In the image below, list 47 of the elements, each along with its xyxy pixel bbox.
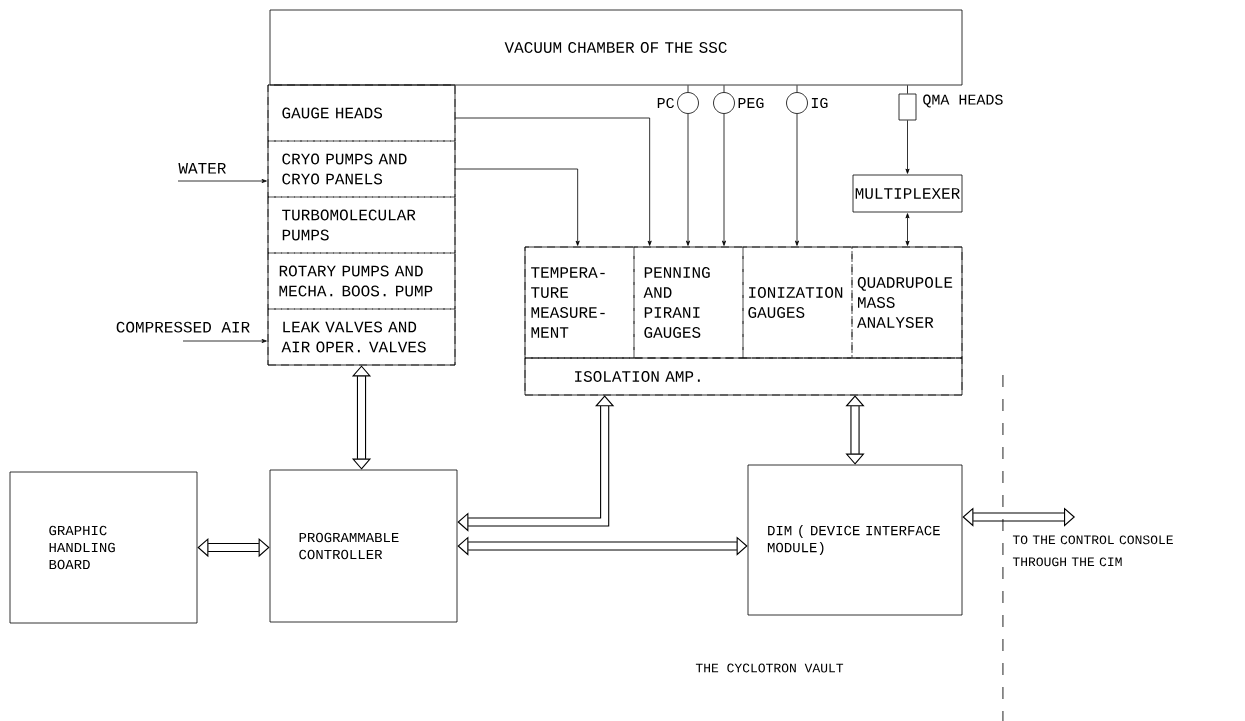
connector-line	[687, 85, 689, 93]
gauge-label: IG	[811, 97, 828, 109]
arrow	[795, 113, 799, 246]
hollow-arrow	[457, 536, 748, 556]
sensor-head	[898, 93, 917, 121]
gauge-label: QMA HEADS	[923, 94, 1003, 108]
section-text: CRYO PUMPS AND CRYO PANELS	[267, 140, 456, 198]
hollow-arrow	[197, 537, 270, 558]
arrow	[182, 339, 267, 343]
pump-column	[267, 84, 456, 366]
controller-box: PROGRAMMABLE CONTROLLER	[269, 469, 458, 623]
section-text: ISOLATION AMP.	[524, 357, 963, 396]
gauge-circle	[677, 92, 699, 114]
section-text: ROTARY PUMPS AND MECHA. BOOS. PUMP	[267, 252, 456, 310]
section-text: GAUGE HEADS	[267, 84, 456, 142]
section-text: LEAK VALVES AND AIR OPER. VALVES	[267, 308, 456, 366]
hollow-arrow	[962, 507, 1075, 527]
gauge-label: PC	[657, 97, 674, 109]
gauge-circle	[786, 92, 808, 114]
connector-line	[907, 85, 908, 94]
section-text: TURBOMOLECULAR PUMPS	[267, 196, 456, 254]
instrument-box	[524, 246, 963, 396]
section-text: QUADRUPOLE MASS ANALYSER	[851, 246, 963, 359]
section-text: TEMPERA- TURE MEASURE- MENT	[524, 246, 635, 359]
arrow	[905, 213, 910, 246]
note-text: THE CYCLOTRON VAULT	[695, 663, 844, 673]
section-text: IONIZATION GAUGES	[742, 246, 853, 359]
module-box: DIM ( DEVICE INTERFACE MODULE)	[747, 464, 963, 616]
chamber-box: VACUUM CHAMBER OF THE SSC	[269, 9, 963, 86]
note-text: TO THE CONTROL CONSOLE THROUGH THE CIM	[1012, 535, 1173, 567]
input-label: COMPRESSED AIR	[116, 321, 250, 333]
connector-line	[796, 85, 798, 93]
input-label: WATER	[178, 163, 226, 174]
board-box: GRAPHIC HANDLING BOARD	[9, 471, 198, 624]
arrow	[454, 117, 652, 246]
connector-line	[723, 85, 725, 93]
gauge-label: PEG	[738, 97, 764, 109]
arrow	[722, 113, 726, 246]
gauge-circle	[713, 92, 735, 114]
section-text: PENNING AND PIRANI GAUGES	[633, 246, 744, 359]
multiplexer-box: MULTIPLEXER	[852, 174, 963, 213]
arrow	[454, 168, 580, 246]
hollow-arrow	[351, 365, 372, 470]
arrow	[905, 120, 910, 174]
hollow-arrow	[845, 395, 865, 465]
arrow	[177, 179, 267, 183]
arrow	[686, 113, 690, 246]
